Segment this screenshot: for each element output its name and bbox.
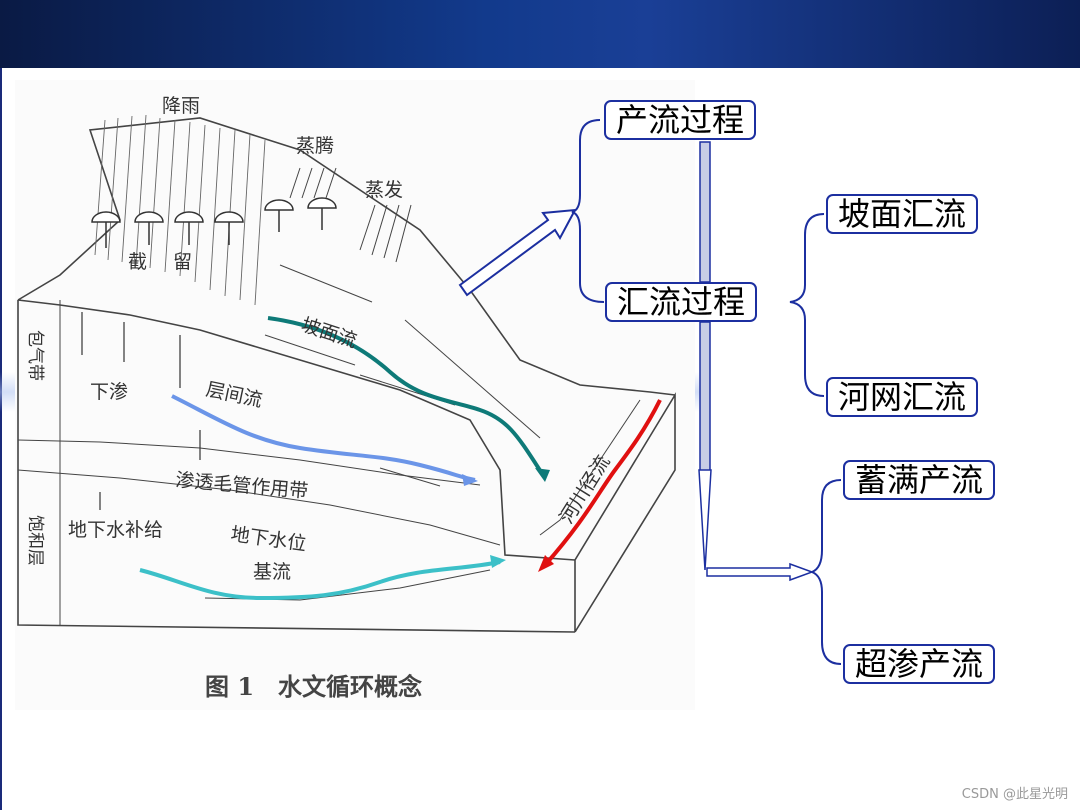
label-gw-recharge: 地下水补给 <box>68 519 163 541</box>
slide-left-border <box>0 68 2 810</box>
channel-flow-arrowhead <box>538 555 554 572</box>
watermark: CSDN @此星光明 <box>961 787 1068 802</box>
surface-flow-arrowhead <box>535 468 550 482</box>
label-infiltration: 下渗 <box>90 381 128 403</box>
bracket-generation <box>809 479 842 665</box>
vegetation-icons <box>91 197 337 248</box>
channel-flow-path <box>543 399 662 567</box>
surface-flow-path <box>267 316 547 480</box>
label-retention: 留 <box>173 251 192 273</box>
label-saturated-zone: 饱和层 <box>25 515 45 566</box>
box-saturation-excess: 蓄满产流 <box>843 460 996 500</box>
box-concentration: 汇流过程 <box>605 282 758 322</box>
box-runoff-generation: 产流过程 <box>604 100 757 140</box>
interflow-arrowhead <box>462 474 478 486</box>
block-right-face <box>574 392 676 633</box>
label-rain: 降雨 <box>162 95 200 117</box>
water-table-line <box>17 469 501 546</box>
figure-caption: 图 1 水文循环概念 <box>205 672 422 701</box>
bracket-concentration <box>789 213 825 397</box>
evaporation-arrows <box>289 167 412 263</box>
box-slope-concentration: 坡面汇流 <box>826 194 979 234</box>
ground-surface-line <box>17 299 576 561</box>
box-infiltration-excess: 超渗产流 <box>843 644 996 684</box>
label-aeration-zone: 包气带 <box>25 330 45 381</box>
hydrologic-cycle-figure: 降雨 蒸腾 蒸发 截 留 下渗 坡面流 层间流 渗透毛管作用带 地下水补给 地下… <box>15 80 842 710</box>
figure-background <box>15 80 695 710</box>
aeration-bottom-line <box>17 439 481 486</box>
label-baseflow: 基流 <box>253 561 291 583</box>
bracket-process <box>571 119 605 303</box>
baseflow-arrowhead <box>490 555 506 568</box>
link-arrow <box>458 208 577 297</box>
baseflow-path <box>139 560 501 601</box>
vertical-connector <box>698 141 815 582</box>
channel-edge <box>539 399 641 536</box>
label-interception: 截 <box>128 251 147 273</box>
brackets <box>571 119 842 665</box>
rain-lines <box>94 114 266 306</box>
label-evaporation: 蒸发 <box>365 179 403 201</box>
title-bar <box>0 0 1080 68</box>
block-front-edge <box>17 300 576 633</box>
label-transpiration: 蒸腾 <box>296 135 334 157</box>
box-network-concentration: 河网汇流 <box>826 377 979 417</box>
interflow-path <box>171 394 476 482</box>
infiltration-arrows <box>81 312 201 510</box>
